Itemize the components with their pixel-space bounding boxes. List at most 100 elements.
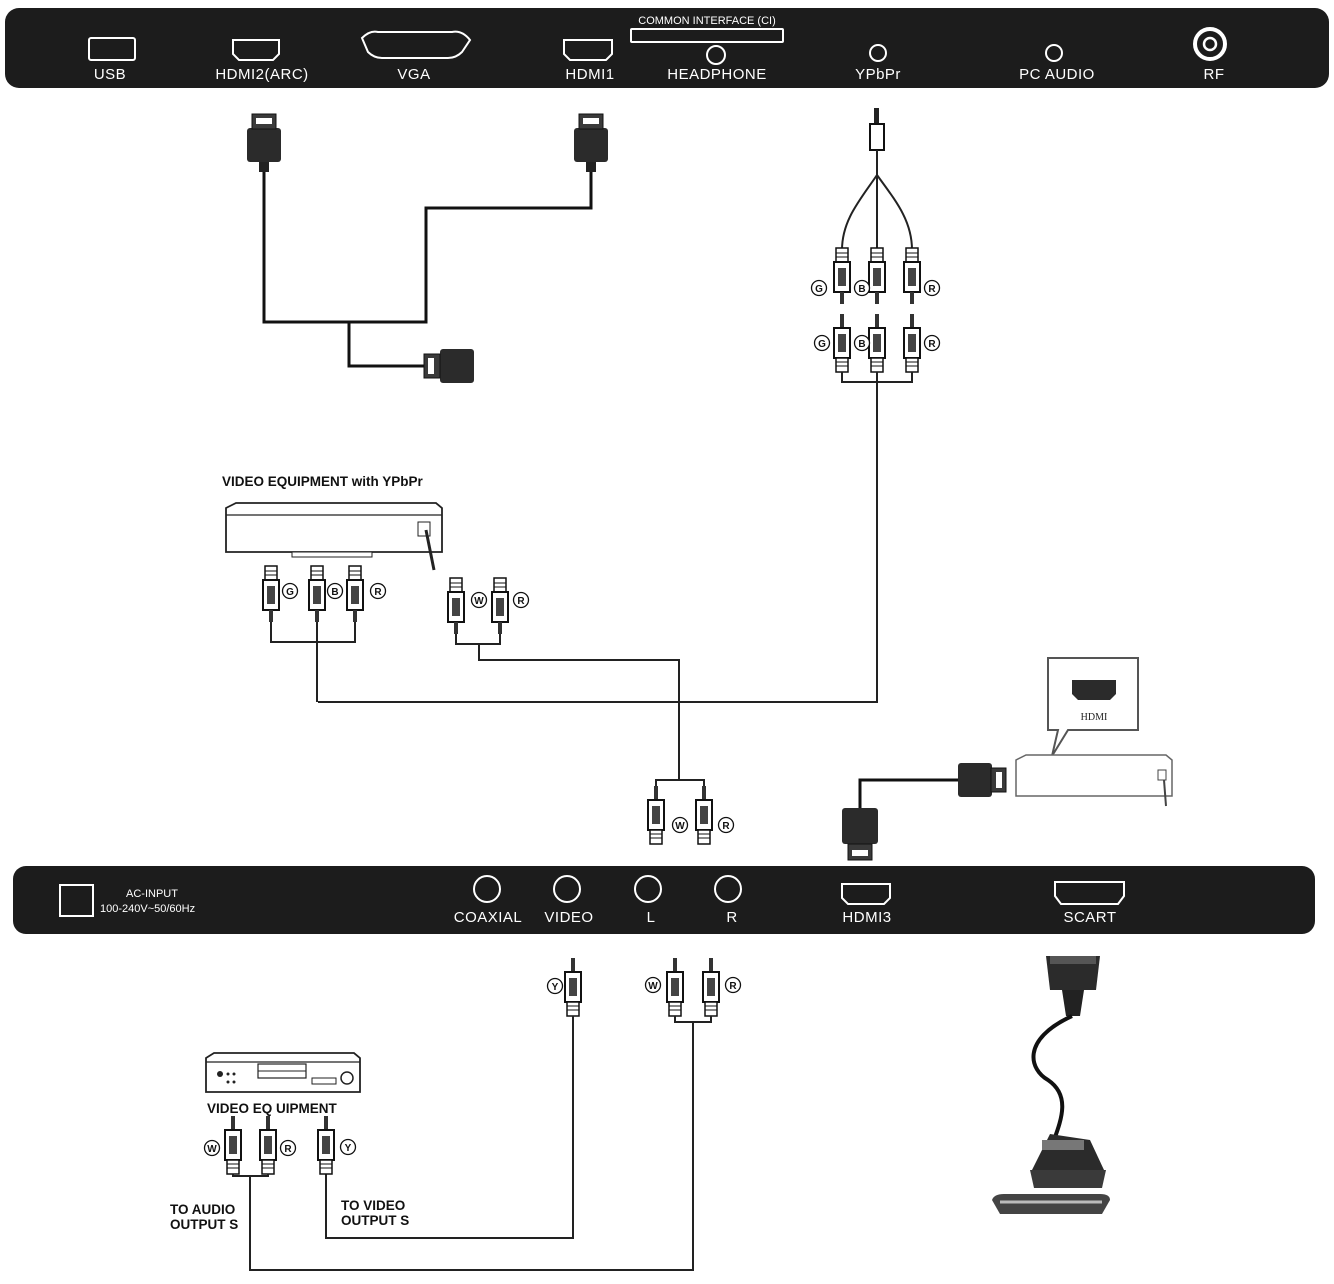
hdmi2-port[interactable]: HDMI2(ARC) [215,39,308,83]
hdmi-port-icon [1072,680,1116,700]
headphone-jack[interactable]: HEADPHONE [667,45,767,83]
badge-r: R [284,1144,292,1155]
rca-plug-icon [868,313,886,373]
scart-port[interactable]: SCART [1054,881,1125,926]
hdmi1-port[interactable]: HDMI1 [563,39,615,83]
hdmi2-label: HDMI2(ARC) [215,66,308,83]
vga-label: VGA [397,66,430,83]
audio-l-jack-icon [634,875,662,903]
rf-label: RF [1204,66,1225,83]
usb-label: USB [94,66,126,83]
audio-r-jack[interactable]: R [714,875,742,926]
hdmi-plug-icon [842,808,878,861]
ypbpr-label: YPbPr [855,66,901,83]
rca-plug-icon [262,565,280,623]
headphone-label: HEADPHONE [667,66,767,83]
scart-label: SCART [1063,909,1116,926]
rca-plug-icon [666,957,684,1017]
badge-b: B [858,284,865,295]
rca-plug-icon [308,565,326,623]
badge-w: W [474,596,484,607]
vcr-player-icon [205,1052,361,1093]
hdmi-cable-right [842,763,1007,861]
pc-audio-jack-icon [1045,44,1063,62]
rca-plug-icon [903,313,921,373]
ci-slot[interactable]: COMMON INTERFACE (CI) [630,15,784,43]
badge-r: R [928,284,936,295]
badge-y: Y [552,982,559,993]
coaxial-label: COAXIAL [454,909,523,926]
badge-b: B [331,587,338,598]
badge-w: W [207,1144,217,1155]
ac-input-socket-icon [59,884,94,917]
badge-g: G [286,587,294,598]
ypbpr-equipment-label: VIDEO EQUIPMENT with YPbPr [222,474,424,489]
rca-plug-icon [903,247,921,305]
rca-plug-icon [317,1115,335,1175]
ypbpr-jack[interactable]: YPbPr [855,44,901,83]
audio-r-jack-icon [714,875,742,903]
scart-base-icon [992,1194,1110,1214]
video-jack[interactable]: VIDEO [544,875,593,926]
video-equipment: VIDEO EQ UIPMENT W R Y TO AUDIO OUTPUT S… [170,1052,409,1232]
hdmi3-port[interactable]: HDMI3 [841,883,892,926]
ypbpr-video-equipment: VIDEO EQUIPMENT with YPbPr G B R W R [222,474,680,780]
rca-plug-icon [564,957,582,1017]
rca-plug-icon [259,1115,277,1175]
ci-slot-icon [630,28,784,43]
hdmi3-label: HDMI3 [842,909,891,926]
vga-port[interactable]: VGA [360,30,472,83]
ac-input[interactable]: AC-INPUT 100-240V~50/60Hz [59,884,195,917]
badge-g: G [815,284,823,295]
video-jack-icon [553,875,581,903]
ypbpr-jack-icon [869,44,887,62]
audio-l-label: L [647,909,656,926]
audio-output-caption-line2: OUTPUT S [170,1217,238,1232]
pc-audio-label: PC AUDIO [1019,66,1095,83]
vga-port-icon [360,30,472,59]
composite-cable: Y W R [249,957,742,1271]
rca-plug-icon [695,785,713,845]
bottom-connector-panel: AC-INPUT 100-240V~50/60Hz COAXIAL VIDEO … [13,866,1315,934]
rca-plug-icon [868,247,886,305]
pc-audio-jack[interactable]: PC AUDIO [1019,44,1095,83]
rca-plug-icon [447,577,465,635]
hdmi1-port-icon [563,39,613,61]
hdmi-callout-label: HDMI [1081,712,1108,723]
usb-port[interactable]: USB [88,37,136,83]
badge-w: W [648,981,658,992]
ac-input-label: AC-INPUT [126,888,178,900]
dvd-player-icon [225,502,443,571]
headphone-jack-icon [706,45,726,65]
badge-y: Y [345,1143,352,1154]
rca-plug-icon [833,247,851,305]
rca-plug-icon [702,957,720,1017]
scart-cable [992,956,1110,1214]
hdmi-source-device: HDMI [1015,657,1173,807]
audio-lr-cable: W R [647,779,735,845]
scart-plug-icon [1030,1134,1106,1188]
video-output-caption-line2: OUTPUT S [341,1213,409,1228]
hdmi1-label: HDMI1 [565,66,614,83]
badge-b: B [858,339,865,350]
rf-jack[interactable]: RF [1193,27,1227,83]
coaxial-jack[interactable]: COAXIAL [454,875,523,926]
rca-plug-icon [833,313,851,373]
badge-g: G [818,339,826,350]
rca-plug-icon [346,565,364,623]
badge-r: R [722,821,730,832]
badge-r: R [374,587,382,598]
audio-r-label: R [726,909,737,926]
scart-port-icon [1054,881,1125,905]
audio-l-jack[interactable]: L [634,875,662,926]
scart-plug-icon [1046,956,1100,1016]
ac-input-spec: 100-240V~50/60Hz [100,903,195,915]
video-equipment-label: VIDEO EQ UIPMENT [207,1101,338,1116]
rca-plug-icon [491,577,509,635]
hdmi-plug-icon [423,349,474,383]
ci-label: COMMON INTERFACE (CI) [638,15,776,27]
badge-r: R [517,596,525,607]
top-connector-panel: USB HDMI2(ARC) VGA HDMI1 COMMON INTERFAC… [5,8,1329,88]
coaxial-jack-icon [473,875,501,903]
